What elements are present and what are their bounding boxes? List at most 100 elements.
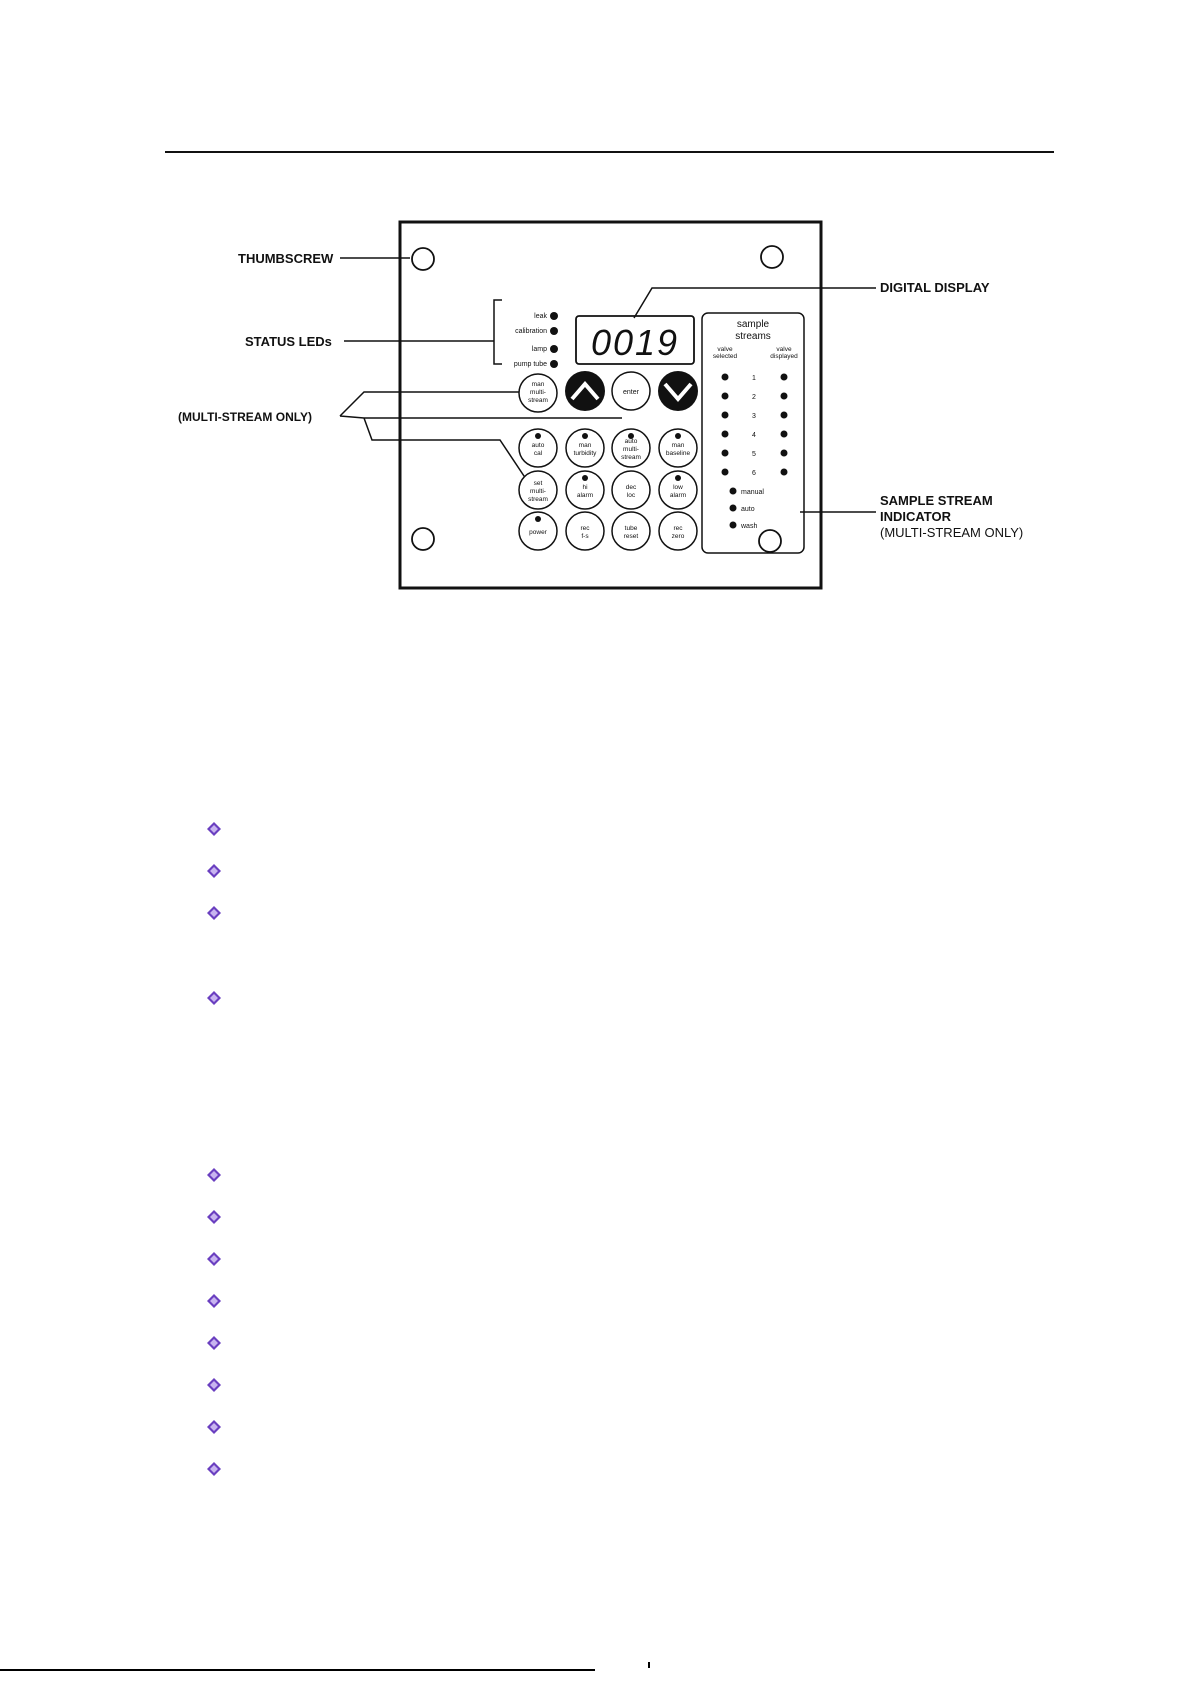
valve-selected-led	[721, 449, 729, 457]
valve-selected-led	[721, 468, 729, 476]
sample-stream-indicator	[701, 312, 805, 554]
bullet-diamond-icon	[206, 1419, 222, 1435]
stream-number: 1	[752, 375, 756, 382]
mode-led-manual	[729, 487, 737, 495]
bullet-diamond-icon	[206, 1377, 222, 1393]
bullet-diamond-icon	[206, 1167, 222, 1183]
digital-display-value: 0019	[591, 322, 679, 363]
status-led-calibration	[550, 327, 558, 335]
status-led-lamp	[550, 345, 558, 353]
sample-streams-title-line1: sample	[737, 319, 770, 330]
thumbscrew-bottom-right	[758, 529, 782, 553]
button-label: cal	[534, 450, 543, 457]
stream-number: 4	[752, 432, 756, 439]
mode-label-auto: auto	[741, 506, 755, 513]
keypad-button-power[interactable]: power	[518, 511, 558, 551]
thumbscrew-bottom-left	[411, 527, 435, 551]
button-label: man	[532, 381, 545, 388]
button-ring	[658, 511, 698, 551]
valve-displayed-led	[780, 430, 788, 438]
button-label: multi-	[530, 488, 546, 495]
callout-sample-stream-line2: INDICATOR	[880, 509, 952, 524]
button-label: low	[673, 484, 683, 491]
bullet-diamond-icon	[206, 821, 222, 837]
valve-selected-led	[721, 373, 729, 381]
valve-selected-led	[721, 430, 729, 438]
button-enter[interactable]: enter	[611, 371, 651, 411]
button-up[interactable]	[565, 371, 605, 411]
stream-number: 5	[752, 451, 756, 458]
status-leds-bracket	[493, 299, 502, 365]
button-label: stream	[528, 397, 548, 404]
chevron-down-icon	[663, 382, 693, 403]
sample-streams-title-line2: streams	[735, 331, 771, 342]
sample-stream-rows: 1 2 3 4 5 6	[721, 373, 788, 477]
button-label: f-s	[581, 533, 589, 540]
valve-selected-header-line1: valve	[717, 346, 733, 353]
valve-displayed-led	[780, 392, 788, 400]
chevron-up-icon	[570, 380, 600, 401]
bullet-diamond-icon	[206, 1251, 222, 1267]
bullet-diamond-icon	[206, 905, 222, 921]
button-label: baseline	[666, 450, 691, 457]
button-ring	[565, 428, 605, 468]
button-label: set	[534, 480, 543, 487]
footer-tick	[648, 1662, 650, 1668]
stream-number: 2	[752, 394, 756, 401]
callout-status-leds: STATUS LEDs	[245, 334, 332, 349]
button-label: auto	[532, 442, 545, 449]
button-label: zero	[672, 533, 685, 540]
footer-rule	[0, 1669, 595, 1671]
button-ring	[518, 511, 558, 551]
button-label: stream	[528, 496, 548, 503]
digital-display	[575, 315, 695, 365]
button-ring	[658, 470, 698, 510]
bullet-diamond-icon	[206, 1461, 222, 1477]
leader-digital-display	[633, 287, 876, 319]
button-led	[582, 433, 588, 439]
button-label: multi-	[530, 389, 546, 396]
callout-thumbscrew: THUMBSCREW	[238, 251, 334, 266]
button-ring	[658, 428, 698, 468]
status-led-label-lamp: lamp	[532, 346, 547, 353]
valve-selected-header-line2: selected	[713, 353, 738, 360]
stream-number: 3	[752, 413, 756, 420]
bullet-diamond-icon	[206, 990, 222, 1006]
button-down[interactable]	[658, 371, 698, 411]
button-ring	[611, 428, 651, 468]
valve-displayed-led	[780, 411, 788, 419]
callout-sample-stream-line1: SAMPLE STREAM	[880, 493, 993, 508]
button-label: loc	[627, 492, 636, 499]
button-label: tube	[625, 525, 638, 532]
button-label: man	[579, 442, 592, 449]
button-led	[535, 516, 541, 522]
analyzer-front-panel-diagram: THUMBSCREW STATUS LEDs (MULTI-STREAM ONL…	[165, 151, 1054, 590]
button-ring	[518, 470, 558, 510]
valve-displayed-led	[780, 468, 788, 476]
callout-digital-display: DIGITAL DISPLAY	[880, 280, 990, 295]
thumbscrew-top-right	[760, 245, 784, 269]
leader-multi-stream	[339, 391, 622, 483]
stream-number: 6	[752, 470, 756, 477]
status-led-pump-tube	[550, 360, 558, 368]
button-label: stream	[621, 454, 641, 461]
button-led	[582, 475, 588, 481]
button-label: dec	[626, 484, 637, 491]
button-ring	[518, 428, 558, 468]
button-label: hi	[582, 484, 587, 491]
button-man-multi-stream[interactable]: man multi- stream	[518, 373, 558, 413]
button-label: reset	[624, 533, 639, 540]
button-label: rec	[580, 525, 590, 532]
button-ring	[611, 470, 651, 510]
